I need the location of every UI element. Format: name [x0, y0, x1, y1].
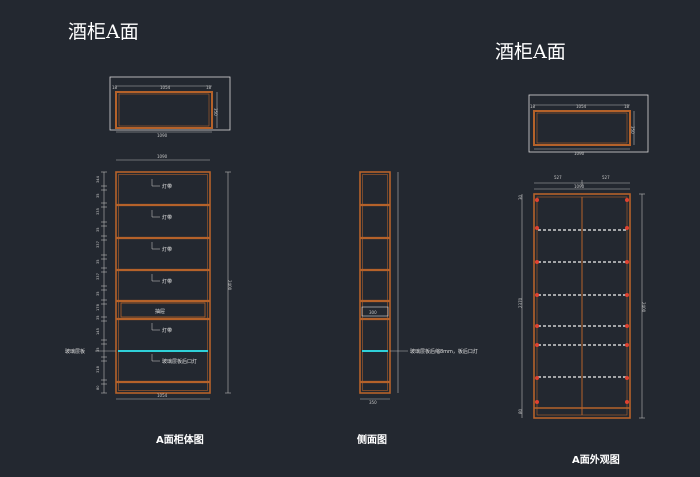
- ext-plan-inner-dim: 1054: [576, 104, 587, 109]
- plan-inner-dim: 1054: [160, 85, 171, 90]
- glass-shelf-label: 玻璃层板: [65, 348, 85, 355]
- light-label-1: 灯带: [162, 183, 172, 190]
- caption-exterior: A面外观图: [572, 453, 620, 466]
- plan-depth-dim: 350: [213, 108, 218, 116]
- plan-view-left: 1054 18 18 1090 350: [109, 76, 231, 138]
- plan-side-dim-right: 18: [206, 85, 212, 90]
- ext-left-dim: 527: [554, 175, 562, 180]
- ext-plan-side-left: 18: [530, 104, 536, 109]
- left-rail-dim-3: 335: [96, 208, 100, 215]
- left-rail-dim-11: 145: [96, 328, 100, 335]
- plan-view-right: 1054 18 18 1090 350: [528, 94, 649, 156]
- left-dimension-rail: 344 35 335 35 337 35 337 35 178 35 145 35 318 80: [96, 171, 107, 394]
- title-right: 酒柜A面: [495, 41, 566, 63]
- left-rail-dim-9: 178: [96, 303, 100, 311]
- left-rail-dim-2: 35: [96, 193, 100, 198]
- drawer-label: 抽屉: [155, 308, 165, 315]
- ext-plan-side-right: 18: [624, 104, 630, 109]
- left-rail-dim-8: 35: [96, 291, 100, 296]
- side-note: 玻璃层板后缩8mm，板后口灯: [410, 348, 478, 355]
- light-labels: 灯带 灯带 灯带 灯带 灯带 玻璃层板后口灯: [151, 179, 197, 365]
- front-view: 1090 抽屉 灯带 灯带 灯带 灯带 灯带 玻璃层板后口灯: [65, 154, 232, 400]
- left-rail-dim-13: 318: [96, 365, 100, 373]
- light-label-3: 灯带: [162, 246, 172, 253]
- ext-height-b-dim: 2400: [641, 302, 646, 313]
- left-rail-dim-6: 35: [96, 259, 100, 264]
- ext-plan-depth-dim: 350: [630, 126, 635, 134]
- side-bottom-dim: 350: [369, 400, 377, 405]
- left-rail-dim-7: 337: [96, 273, 100, 280]
- light-label-4: 灯带: [162, 278, 172, 285]
- glass-shelf-note: 玻璃层板后口灯: [162, 358, 197, 365]
- left-rail-dim-12: 35: [96, 347, 100, 352]
- light-label-5: 灯带: [162, 327, 172, 334]
- left-rail-dim-4: 35: [96, 227, 100, 232]
- ext-height-a-dim: 2370: [518, 297, 523, 308]
- ext-plan-total-dim: 1090: [574, 151, 585, 156]
- front-bottom-dim: 1054: [157, 393, 168, 398]
- plan-total-dim: 1090: [157, 133, 168, 138]
- left-rail-dim-14: 80: [96, 385, 100, 390]
- left-rail-dim-10: 35: [96, 315, 100, 320]
- ext-total-dim: 1090: [574, 184, 585, 189]
- ext-top-dim: 30: [518, 194, 523, 200]
- light-label-2: 灯带: [162, 214, 172, 221]
- front-height-dim: 2400: [227, 280, 232, 291]
- title-left: 酒柜A面: [68, 21, 139, 43]
- front-top-dim: 1090: [157, 154, 168, 159]
- hinge-markers: [535, 198, 629, 404]
- ext-right-dim: 527: [602, 175, 610, 180]
- exterior-view: 527 527 1090 30 2370 80: [518, 175, 646, 419]
- ext-bottom-dim: 80: [518, 408, 523, 414]
- side-view: 300 玻璃层板后缩8mm，板后口灯 350: [359, 171, 478, 405]
- side-drawer-dim: 300: [369, 310, 377, 315]
- plan-side-dim-left: 18: [112, 85, 118, 90]
- left-rail-dim-5: 337: [96, 241, 100, 248]
- left-rail-dim-1: 344: [96, 175, 100, 183]
- caption-body: A面柜体图: [156, 433, 204, 446]
- caption-side: 侧面图: [357, 433, 387, 446]
